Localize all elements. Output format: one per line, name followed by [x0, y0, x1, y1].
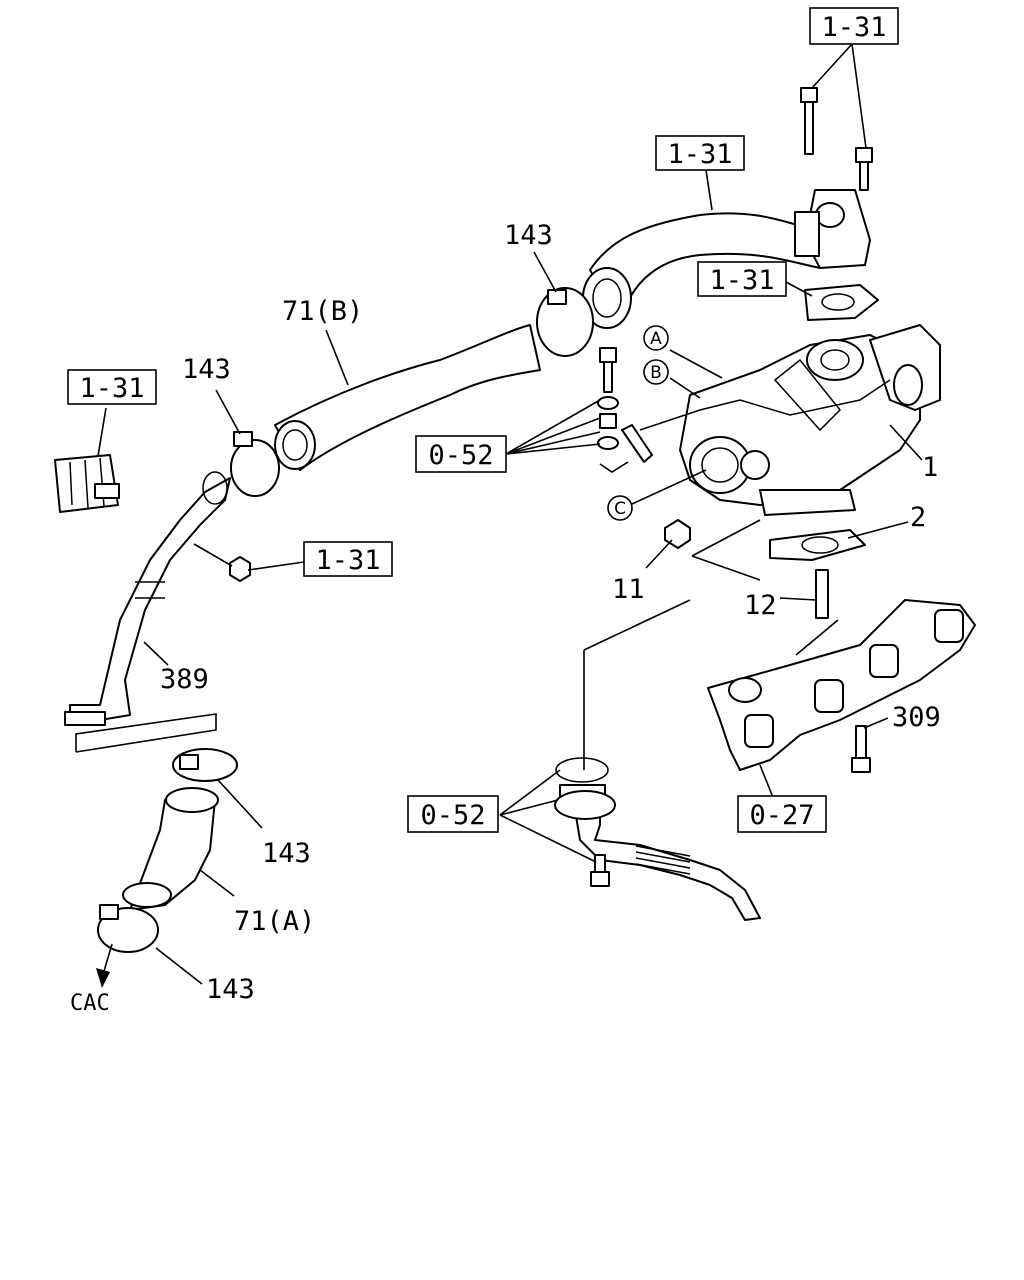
label-71b: 71(B)	[282, 296, 363, 327]
svg-text:1-31: 1-31	[821, 12, 886, 43]
label-143-bottom: 143	[206, 974, 255, 1005]
stud-12[interactable]	[815, 569, 829, 619]
ref-box-1-31-pipe[interactable]: 1-31	[655, 135, 745, 171]
clamp-143-mid[interactable]	[230, 431, 280, 497]
ref-box-0-27[interactable]: 0-27	[737, 795, 827, 833]
svg-text:A: A	[650, 329, 662, 349]
label-11: 11	[612, 574, 645, 605]
clamp-143-bottom[interactable]	[97, 904, 159, 953]
hose-71a[interactable]	[122, 787, 219, 911]
svg-text:C: C	[614, 499, 626, 519]
svg-text:1-31: 1-31	[709, 265, 774, 296]
label-143-top: 143	[504, 220, 553, 251]
svg-text:0-52: 0-52	[428, 440, 493, 471]
turbo-gasket[interactable]	[769, 529, 866, 561]
svg-text:1-31: 1-31	[315, 545, 380, 576]
circle-b: B	[643, 359, 669, 385]
label-12: 12	[744, 590, 777, 621]
ref-box-1-31-gasket[interactable]: 1-31	[697, 261, 787, 297]
svg-text:1-31: 1-31	[79, 373, 144, 404]
ref-box-1-31-nut[interactable]: 1-31	[303, 541, 393, 577]
svg-text:0-52: 0-52	[420, 800, 485, 831]
ref-box-1-31-top[interactable]: 1-31	[809, 7, 899, 45]
oil-feed-pipe[interactable]	[621, 424, 653, 463]
svg-text:1-31: 1-31	[667, 139, 732, 170]
label-309: 309	[892, 702, 941, 733]
outlet-pipe[interactable]	[582, 189, 871, 329]
label-71a: 71(A)	[234, 906, 315, 937]
bolt-top-left[interactable]	[800, 87, 818, 155]
gasket-top[interactable]	[804, 284, 879, 321]
ref-box-0-52-turbo[interactable]: 0-52	[415, 435, 507, 473]
circle-a: A	[643, 325, 669, 351]
exhaust-manifold[interactable]	[707, 599, 976, 771]
bolt-top-right[interactable]	[855, 147, 873, 191]
label-389: 389	[160, 664, 209, 695]
label-143-low: 143	[262, 838, 311, 869]
label-1: 1	[922, 452, 938, 483]
svg-text:0-27: 0-27	[749, 800, 814, 831]
label-cac: CAC	[70, 991, 110, 1016]
manifold-bolt-309[interactable]	[851, 725, 871, 773]
egr-bolt[interactable]	[590, 854, 610, 887]
nut-left[interactable]	[229, 556, 251, 582]
label-2: 2	[910, 502, 926, 533]
turbocharger[interactable]	[639, 324, 941, 516]
bracket-left[interactable]	[54, 454, 120, 513]
svg-text:B: B	[650, 363, 662, 383]
banjo-bolt-set[interactable]	[597, 347, 619, 450]
intake-pipe-389[interactable]	[64, 471, 231, 726]
leader-lines	[75, 43, 923, 988]
clamp-143-low[interactable]	[172, 748, 238, 782]
ref-box-0-52-bottom[interactable]: 0-52	[407, 795, 499, 833]
ref-box-1-31-left[interactable]: 1-31	[67, 369, 157, 405]
clamp-143-top[interactable]	[536, 287, 594, 357]
arrow-down-left-icon	[96, 968, 110, 988]
circle-c: C	[607, 495, 633, 521]
hose-71b[interactable]	[274, 324, 541, 471]
egr-pipe[interactable]	[554, 757, 761, 921]
label-143-mid: 143	[182, 354, 231, 385]
